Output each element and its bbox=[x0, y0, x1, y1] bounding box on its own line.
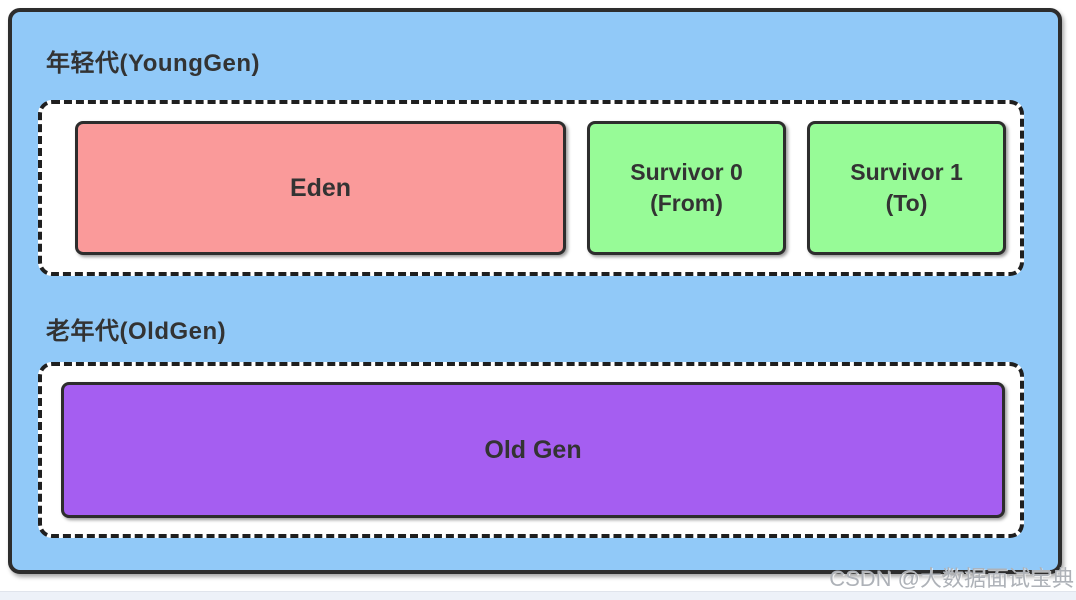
heap-container: 年轻代(YoungGen) Eden Survivor 0 (From) Sur… bbox=[8, 8, 1062, 574]
page-bottom-strip bbox=[0, 591, 1076, 600]
survivor0-sublabel: (From) bbox=[650, 190, 723, 216]
eden-label: Eden bbox=[289, 173, 352, 202]
oldgen-label: 老年代(OldGen) bbox=[46, 318, 227, 345]
survivor1-box: Survivor 1 (To) bbox=[807, 121, 1006, 255]
oldgen-box: Old Gen bbox=[61, 382, 1005, 518]
oldgen-region: Old Gen bbox=[38, 362, 1024, 538]
oldgen-label-text: Old Gen bbox=[484, 435, 582, 464]
csdn-watermark: CSDN @大数据面试宝典 bbox=[829, 566, 1074, 591]
survivor0-box: Survivor 0 (From) bbox=[587, 121, 786, 255]
younggen-region: Eden Survivor 0 (From) Survivor 1 (To) bbox=[38, 100, 1024, 276]
younggen-label: 年轻代(YoungGen) bbox=[46, 50, 261, 77]
survivor0-label: Survivor 0 bbox=[630, 158, 743, 185]
eden-box: Eden bbox=[75, 121, 566, 255]
survivor1-label: Survivor 1 bbox=[850, 158, 963, 185]
survivor1-sublabel: (To) bbox=[885, 190, 928, 216]
